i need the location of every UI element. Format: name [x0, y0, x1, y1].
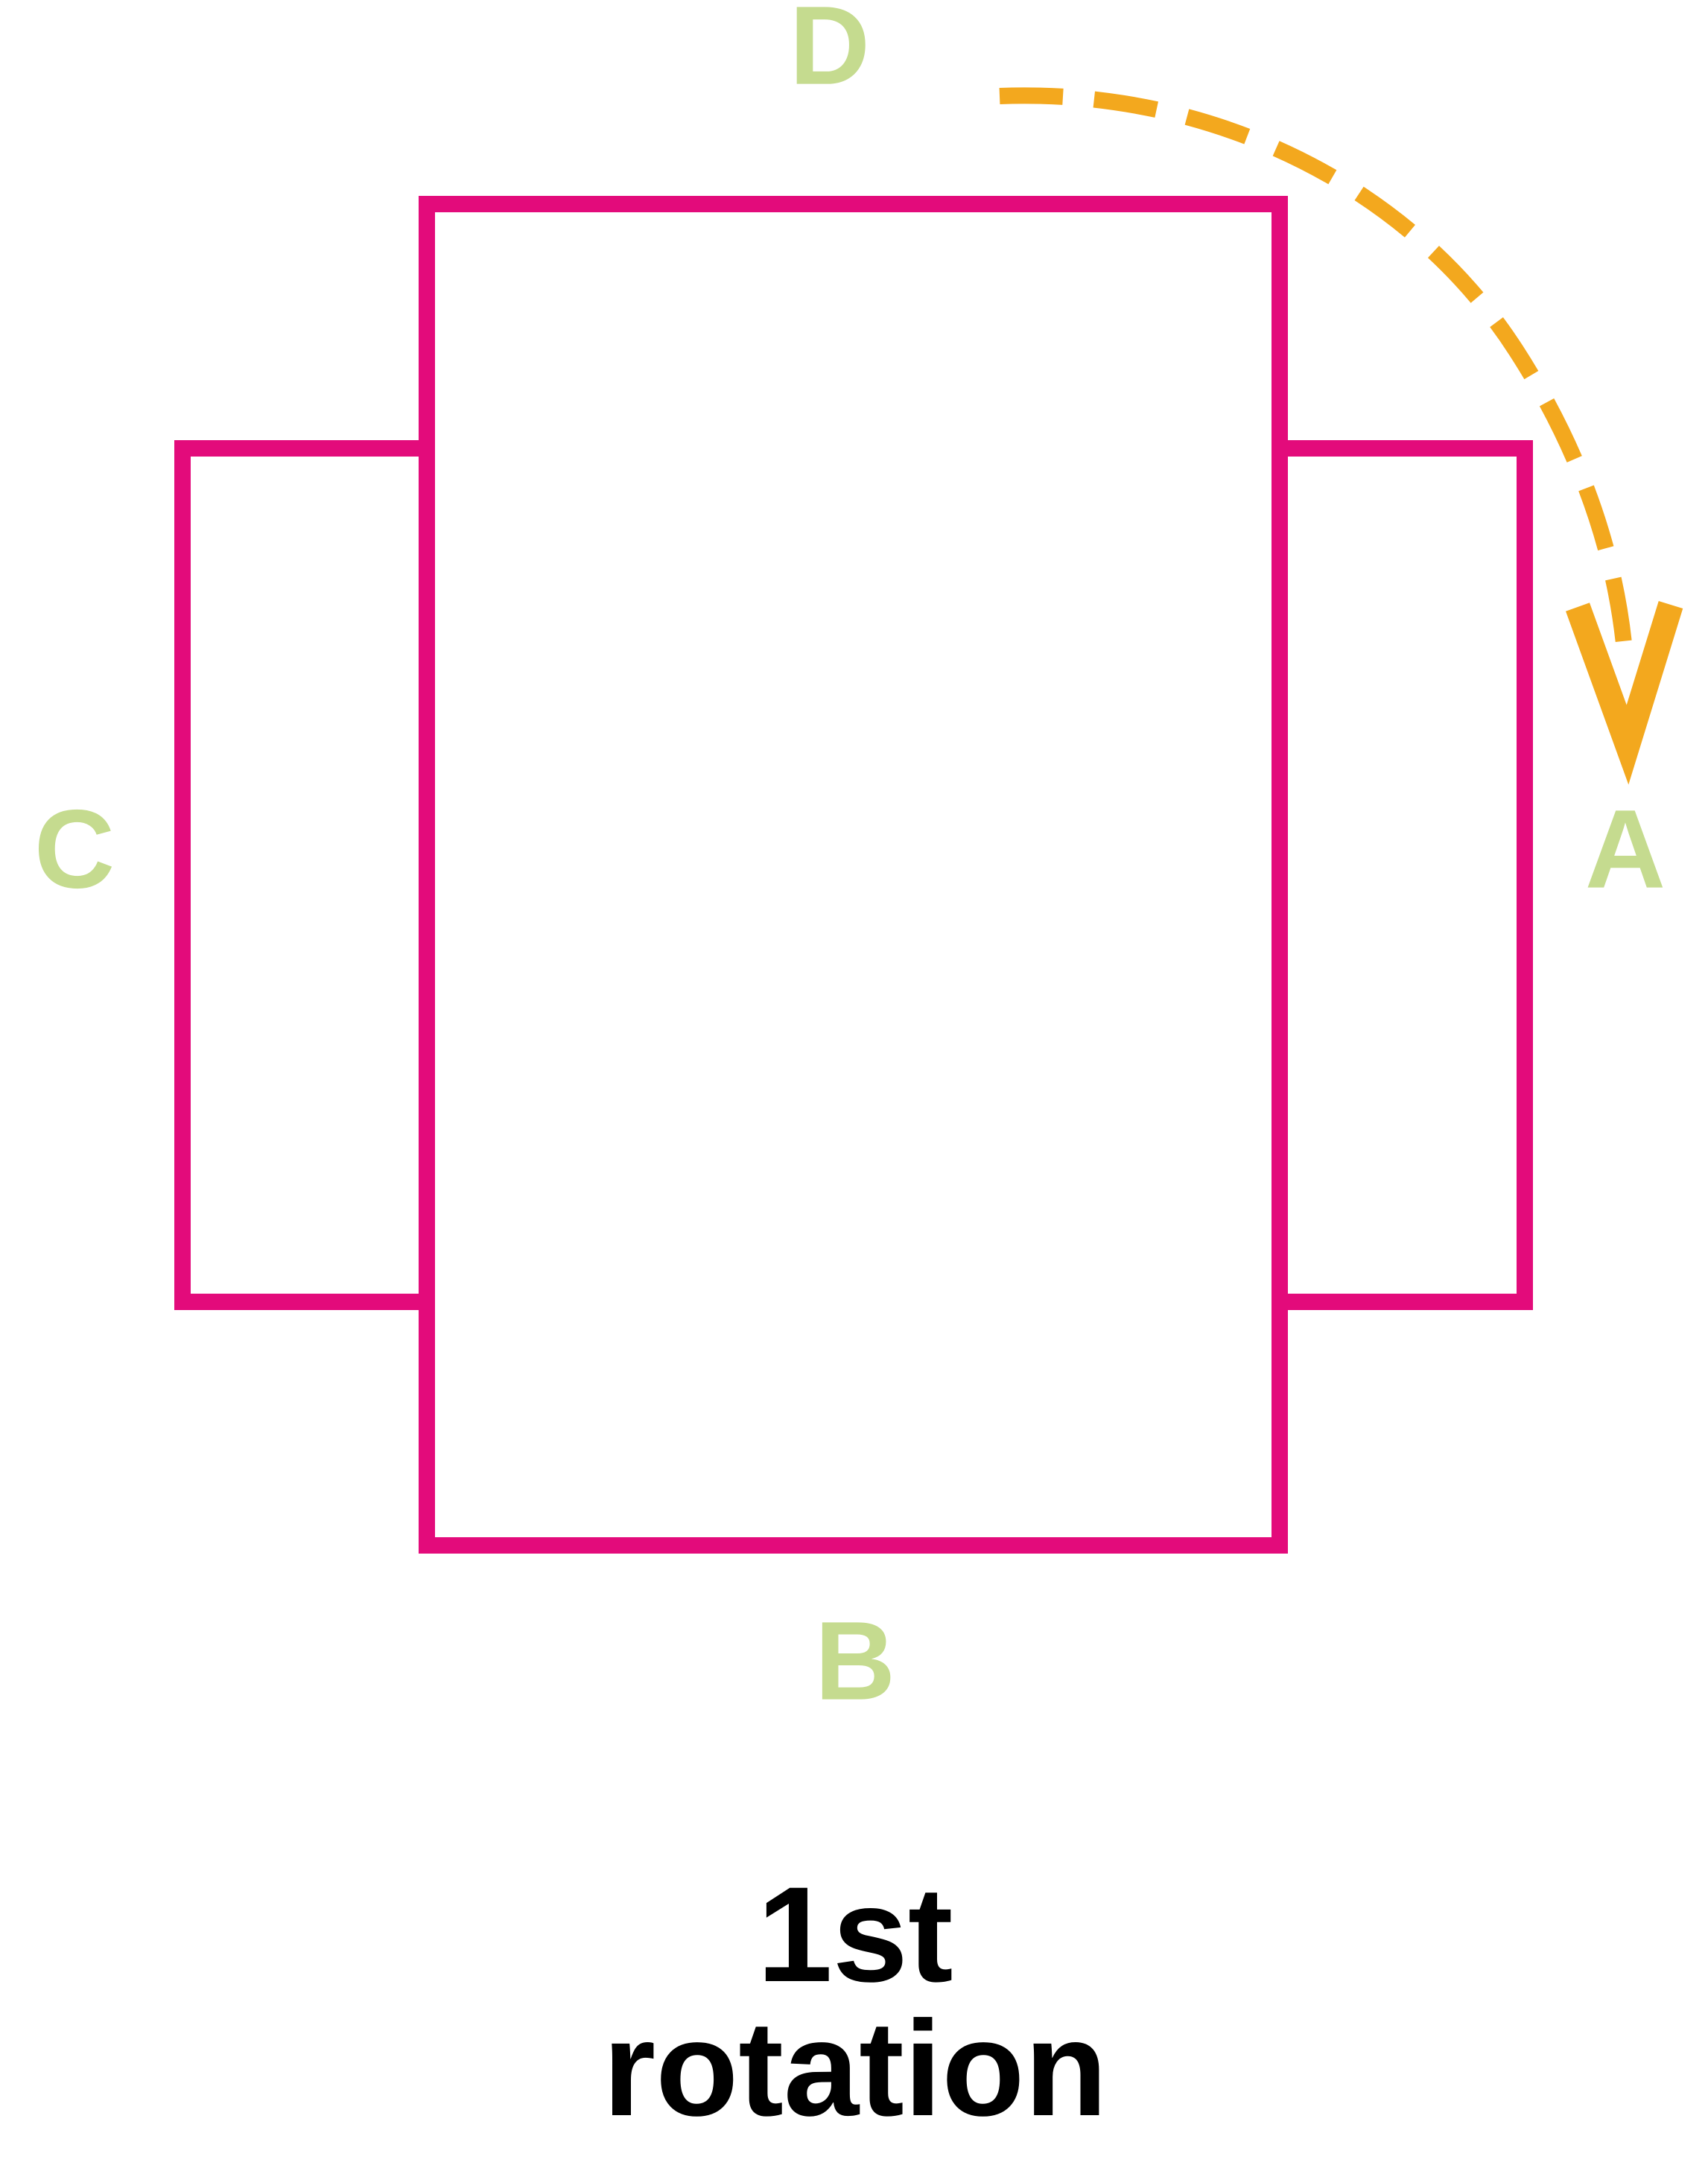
rotation-arc-path: [999, 87, 1634, 660]
box-net-shape: [174, 196, 1533, 1554]
left-flap-outline: [174, 440, 435, 1310]
right-flap-outline: [1272, 440, 1533, 1310]
label-c: C: [34, 786, 115, 912]
caption-line-2: rotation: [603, 1992, 1107, 2144]
label-a: A: [1585, 786, 1666, 912]
caption-line-1: 1st: [757, 1858, 953, 2010]
label-d: D: [790, 0, 870, 108]
center-panel-outline: [419, 196, 1288, 1554]
rotation-arrow-head-icon: [1566, 600, 1683, 785]
rotation-arrow-group: [999, 87, 1683, 785]
label-b: B: [815, 1598, 895, 1723]
